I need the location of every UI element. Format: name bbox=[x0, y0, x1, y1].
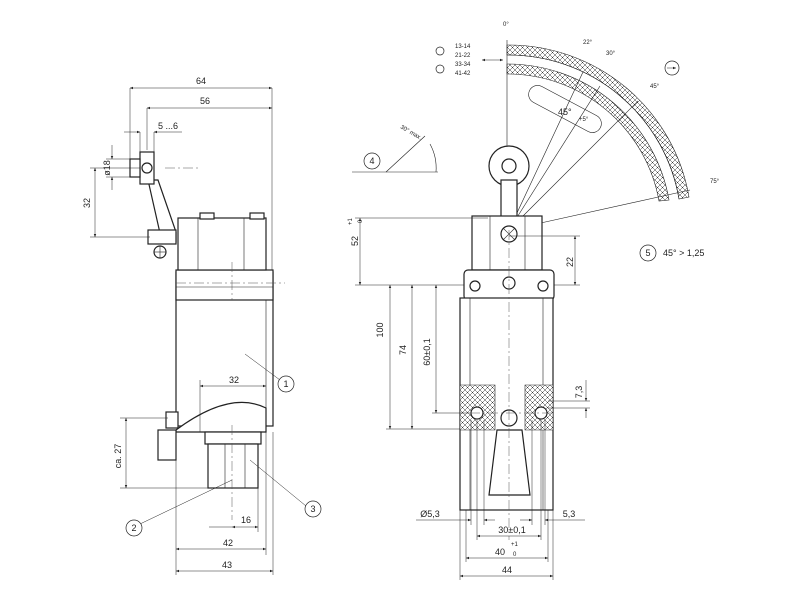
contact-33-34: 33-34 bbox=[455, 62, 471, 68]
dim-5-3-right: 5,3 bbox=[563, 509, 576, 519]
head-front bbox=[471, 215, 543, 271]
lever-front bbox=[500, 179, 518, 221]
cable-gland-nut bbox=[204, 431, 262, 445]
dim-32-horizontal: 32 bbox=[229, 375, 239, 385]
svg-text:3: 3 bbox=[310, 504, 315, 514]
contact-symbol-icon bbox=[435, 46, 445, 56]
dim-100: 100 bbox=[375, 322, 385, 337]
note-5-bubble bbox=[639, 244, 657, 262]
dim-16: 16 bbox=[241, 515, 251, 525]
callout-3 bbox=[304, 500, 322, 518]
dim-40-tol-bot: 0 bbox=[513, 552, 517, 558]
dim-52-tol-top: +1 bbox=[348, 217, 354, 225]
angle-45-label: 45° bbox=[558, 107, 572, 117]
dim-40: 40 bbox=[495, 547, 505, 557]
cable-gland bbox=[207, 443, 259, 489]
angle-45-tol: +5° bbox=[579, 117, 589, 123]
angle-75: 75° bbox=[710, 179, 720, 185]
angle-45: 45° bbox=[650, 84, 660, 90]
callout-2 bbox=[125, 519, 143, 537]
dim-ca-27: ca. 27 bbox=[113, 444, 123, 469]
dim-52: 52 bbox=[350, 236, 360, 246]
cable-gland-front bbox=[488, 429, 531, 496]
note-4-bubble bbox=[363, 152, 381, 170]
dim-42: 42 bbox=[223, 538, 233, 548]
dim-dia-5-3: Ø5,3 bbox=[420, 509, 440, 519]
svg-text:1: 1 bbox=[283, 379, 288, 389]
callout-1 bbox=[277, 375, 295, 393]
angle-30: 30° bbox=[606, 51, 616, 57]
svg-text:2: 2 bbox=[131, 523, 136, 533]
angle-0: 0° bbox=[503, 22, 509, 28]
dim-7-3: 7,3 bbox=[574, 386, 584, 399]
contact-table: 13-14 21-22 33-34 41-42 bbox=[435, 44, 471, 77]
dim-40-tol-top: +1 bbox=[511, 542, 519, 548]
lower-cover bbox=[175, 401, 267, 433]
dim-30: 30±0,1 bbox=[498, 525, 525, 535]
front-view: 45° +5° 0° 22° 30° 45° 75° 13-14 21-22 3… bbox=[348, 22, 720, 580]
svg-text:5: 5 bbox=[645, 248, 650, 258]
note-5-text: 45° > 1,25 bbox=[663, 248, 704, 258]
dim-52-tol-bot: 0 bbox=[358, 219, 364, 223]
side-view: 64 56 5 ...6 ø18 32 32 ca. 27 16 bbox=[82, 76, 322, 575]
contact-21-22: 21-22 bbox=[455, 53, 471, 59]
dim-22: 22 bbox=[565, 257, 575, 267]
dim-56: 56 bbox=[200, 96, 210, 106]
dim-32-vertical: 32 bbox=[82, 198, 92, 208]
head-side bbox=[175, 269, 274, 301]
dim-44: 44 bbox=[502, 565, 512, 575]
contact-41-42: 41-42 bbox=[455, 71, 471, 77]
dim-64: 64 bbox=[196, 76, 206, 86]
dim-60: 60±0,1 bbox=[422, 338, 432, 365]
contact-symbol-icon bbox=[435, 64, 445, 74]
dim-5-6: 5 ...6 bbox=[158, 121, 178, 131]
dim-43: 43 bbox=[222, 560, 232, 570]
angle-22: 22° bbox=[583, 40, 593, 46]
swing-band-inner bbox=[506, 63, 670, 202]
dim-74: 74 bbox=[398, 345, 408, 355]
note-4-text: 30° max. bbox=[399, 125, 423, 142]
actuator-block bbox=[177, 217, 267, 271]
contact-13-14: 13-14 bbox=[455, 44, 471, 50]
svg-text:4: 4 bbox=[369, 156, 374, 166]
